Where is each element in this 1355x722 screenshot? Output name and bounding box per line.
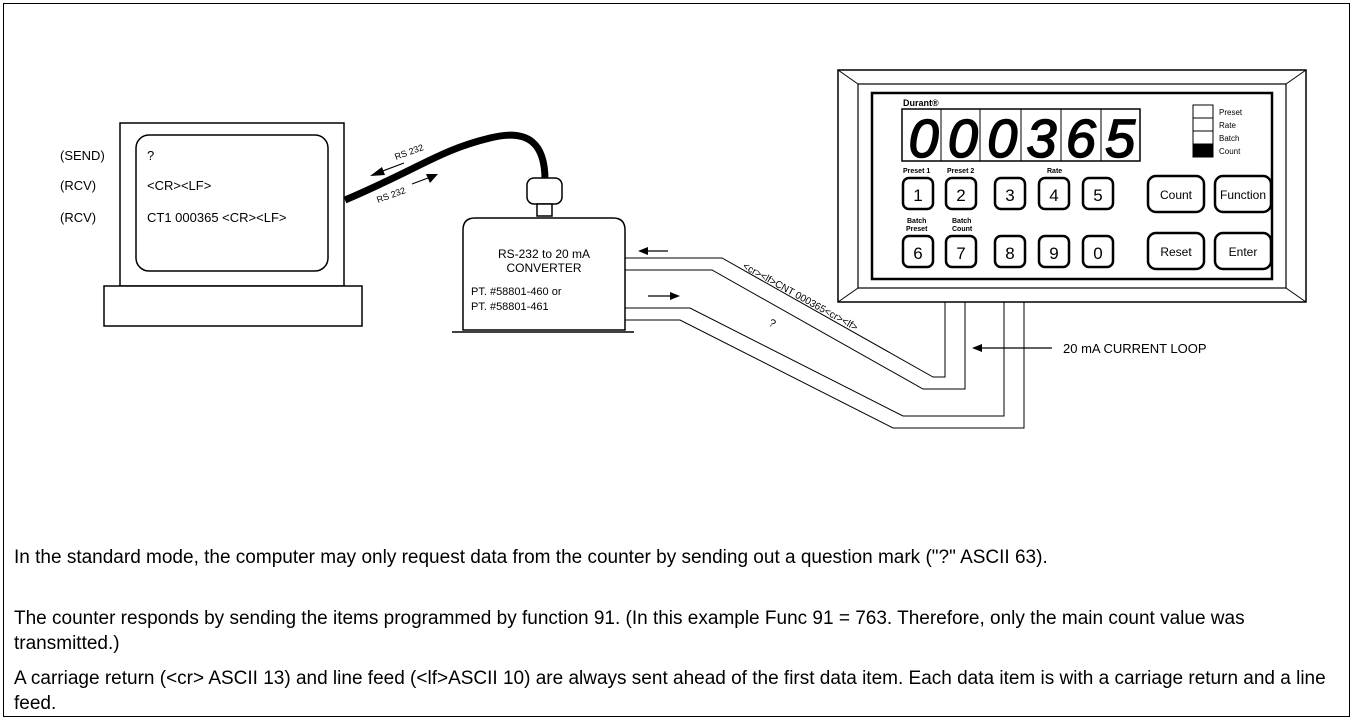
key-5-label: 5	[1093, 186, 1102, 205]
key-4-caption: Rate	[1047, 168, 1062, 175]
key-5-button[interactable]: 5	[1081, 176, 1115, 211]
display-digit: 0	[909, 109, 939, 169]
key-8-label: 8	[1005, 244, 1014, 263]
receive-label-1: (RCV)	[60, 178, 96, 193]
display-digit: 0	[987, 109, 1017, 169]
key-4-label: 4	[1049, 186, 1058, 205]
send-label: (SEND)	[60, 148, 105, 163]
converter-title-2: CONVERTER	[506, 261, 581, 275]
converter-title-1: RS-232 to 20 mA	[498, 247, 590, 261]
request-arrow-icon	[670, 292, 680, 300]
key-7-caption-2: Count	[952, 226, 973, 233]
note-standard-mode: In the standard mode, the computer may o…	[14, 547, 1048, 568]
key-1-button[interactable]: 1	[901, 176, 935, 211]
display-digit: 0	[948, 109, 978, 169]
terminal-screen	[135, 134, 329, 272]
key-3-button[interactable]: 3	[993, 176, 1027, 211]
indicator-rate-label: Rate	[1219, 121, 1236, 130]
count-button-label: Count	[1160, 188, 1193, 202]
cable-connector	[526, 177, 563, 205]
key-0-label: 0	[1093, 244, 1102, 263]
receive-label-2: (RCV)	[60, 210, 96, 225]
converter-box: RS-232 to 20 mA CONVERTER PT. #58801-460…	[452, 217, 634, 333]
indicator-rate-lamp	[1192, 117, 1214, 132]
key-2-caption: Preset 2	[947, 168, 974, 175]
connector-plug	[536, 203, 553, 217]
screen-line-response: CT1 000365 <CR><LF>	[147, 210, 286, 225]
key-1-caption: Preset 1	[903, 168, 930, 175]
key-4-button[interactable]: 4	[1037, 176, 1071, 211]
note-cr-lf: A carriage return (<cr> ASCII 13) and li…	[14, 668, 1326, 714]
converter-part-1: PT. #58801-460 or	[471, 286, 562, 298]
key-7-label: 7	[956, 244, 965, 263]
terminal-base	[103, 285, 363, 327]
key-0-button[interactable]: 0	[1081, 234, 1115, 269]
key-1-label: 1	[913, 186, 922, 205]
cable-label-tx: RS 232	[375, 185, 407, 205]
indicator-count-label: Count	[1219, 147, 1241, 156]
key-7-caption-1: Batch	[952, 218, 971, 225]
function-button[interactable]: Function	[1213, 174, 1273, 214]
key-6-button[interactable]: 6	[901, 234, 935, 269]
display-digit: 3	[1026, 109, 1056, 169]
loop-request-label: ?	[767, 317, 778, 330]
current-loop-arrow-icon	[972, 344, 982, 352]
converter-outline	[462, 217, 626, 331]
reset-button-label: Reset	[1160, 245, 1192, 259]
key-2-button[interactable]: 2	[944, 176, 978, 211]
current-loop-wires	[625, 257, 1025, 429]
indicator-batch-lamp	[1192, 130, 1214, 145]
key-6-caption-2: Preset	[906, 226, 928, 233]
key-7-button[interactable]: 7	[944, 234, 978, 269]
indicator-preset-lamp	[1192, 104, 1214, 119]
figure-frame	[3, 3, 1350, 717]
count-button[interactable]: Count	[1146, 174, 1206, 214]
cable-label-rx: RS 232	[393, 142, 425, 162]
enter-button[interactable]: Enter	[1213, 231, 1273, 271]
function-button-label: Function	[1220, 188, 1266, 202]
key-2-label: 2	[956, 186, 965, 205]
display-digit: 6	[1066, 109, 1097, 169]
key-8-button[interactable]: 8	[993, 234, 1027, 269]
converter-part-2: PT. #58801-461	[471, 301, 549, 313]
response-arrow-icon	[638, 247, 648, 255]
reset-button[interactable]: Reset	[1146, 231, 1206, 271]
key-3-label: 3	[1005, 186, 1014, 205]
key-9-button[interactable]: 9	[1037, 234, 1071, 269]
brand-logo: Durant®	[903, 98, 939, 108]
screen-line-crlf: <CR><LF>	[147, 178, 211, 193]
indicator-batch-label: Batch	[1219, 134, 1239, 143]
rs232-cable: RS 232 RS 232	[343, 131, 563, 217]
key-6-label: 6	[913, 244, 922, 263]
computer-terminal: (SEND) (RCV) (RCV) ? <CR><LF> CT1 000365…	[60, 122, 363, 327]
key-9-label: 9	[1049, 244, 1058, 263]
indicator-count-lamp	[1192, 143, 1214, 158]
cable-line	[343, 131, 549, 204]
key-6-caption-1: Batch	[907, 218, 926, 225]
communication-diagram: (SEND) (RCV) (RCV) ? <CR><LF> CT1 000365…	[60, 69, 1307, 429]
rx-arrow-icon	[370, 167, 385, 176]
tx-arrow-icon	[426, 174, 438, 183]
mode-indicators: Preset Rate Batch Count	[1192, 104, 1243, 158]
display-digit: 5	[1105, 109, 1136, 169]
current-loop-label: 20 mA CURRENT LOOP	[1063, 341, 1207, 356]
enter-button-label: Enter	[1229, 245, 1258, 259]
indicator-preset-label: Preset	[1219, 108, 1243, 117]
screen-line-request: ?	[147, 148, 154, 163]
note-function-91: The counter responds by sending the item…	[14, 608, 1245, 654]
